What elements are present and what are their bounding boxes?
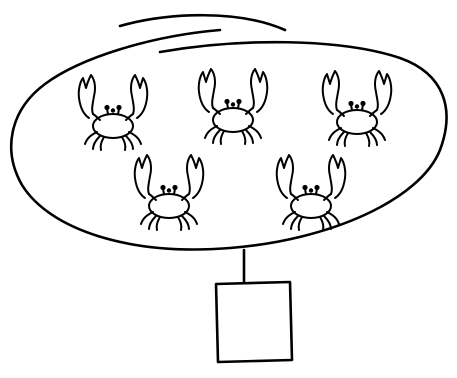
tag-box <box>214 280 294 364</box>
crab-icon <box>133 154 205 231</box>
crab-icon <box>321 70 393 147</box>
crab-icon <box>197 68 269 145</box>
crab-icon <box>275 154 347 231</box>
set-outline-overshoot <box>118 13 287 32</box>
set-outline <box>9 28 448 251</box>
crab-icon <box>77 74 149 151</box>
